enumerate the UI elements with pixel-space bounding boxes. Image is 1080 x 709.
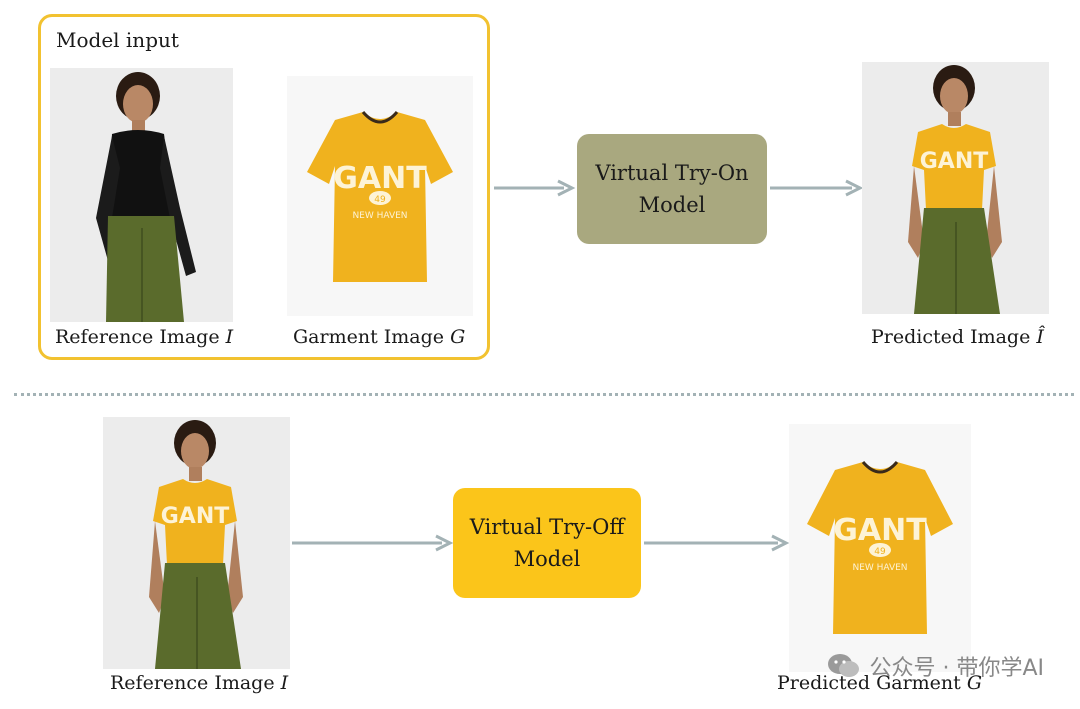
shirt-city: NEW HAVEN	[352, 211, 407, 221]
predicted-garment-caption: Predicted Garment G	[777, 672, 983, 694]
shirt-number: 49	[374, 195, 386, 205]
predicted-caption: Predicted Image Î	[871, 326, 1044, 348]
svg-text:NEW HAVEN: NEW HAVEN	[852, 563, 907, 573]
predicted-image: GANT	[862, 62, 1049, 314]
wechat-icon	[828, 654, 860, 677]
arrow-bottom-input	[292, 534, 454, 552]
reference-image-top	[50, 68, 233, 322]
model-input-title: Model input	[56, 28, 179, 52]
garment-caption: Garment Image G	[293, 326, 466, 348]
model-input-box	[38, 14, 490, 360]
arrow-bottom-output	[644, 534, 790, 552]
svg-text:GANT: GANT	[161, 504, 230, 529]
garment-image: GANT 49 NEW HAVEN	[287, 76, 473, 316]
watermark-text: 公众号 · 带你学AI	[869, 656, 1044, 681]
section-divider	[14, 393, 1074, 396]
woman-yellow-shirt-illustration: GANT	[862, 62, 1049, 314]
reference-caption-top: Reference Image I	[55, 326, 234, 348]
gant-tshirt-illustration: GANT 49 NEW HAVEN	[789, 424, 971, 672]
svg-text:49: 49	[874, 547, 886, 557]
svg-text:GANT: GANT	[833, 513, 927, 548]
woman-black-top-illustration	[50, 68, 233, 322]
shirt-brand: GANT	[333, 161, 427, 196]
reference-caption-bottom: Reference Image I	[110, 672, 289, 694]
woman-yellow-shirt-illustration: GANT	[103, 417, 290, 669]
reference-image-bottom: GANT	[103, 417, 290, 669]
gant-tshirt-illustration: GANT 49 NEW HAVEN	[287, 76, 473, 316]
watermark: 公众号 · 带你学AI	[827, 650, 1044, 682]
svg-text:GANT: GANT	[920, 149, 989, 174]
arrow-top-output	[770, 179, 864, 197]
predicted-garment: GANT 49 NEW HAVEN	[789, 424, 971, 672]
arrow-top-input	[494, 179, 576, 197]
